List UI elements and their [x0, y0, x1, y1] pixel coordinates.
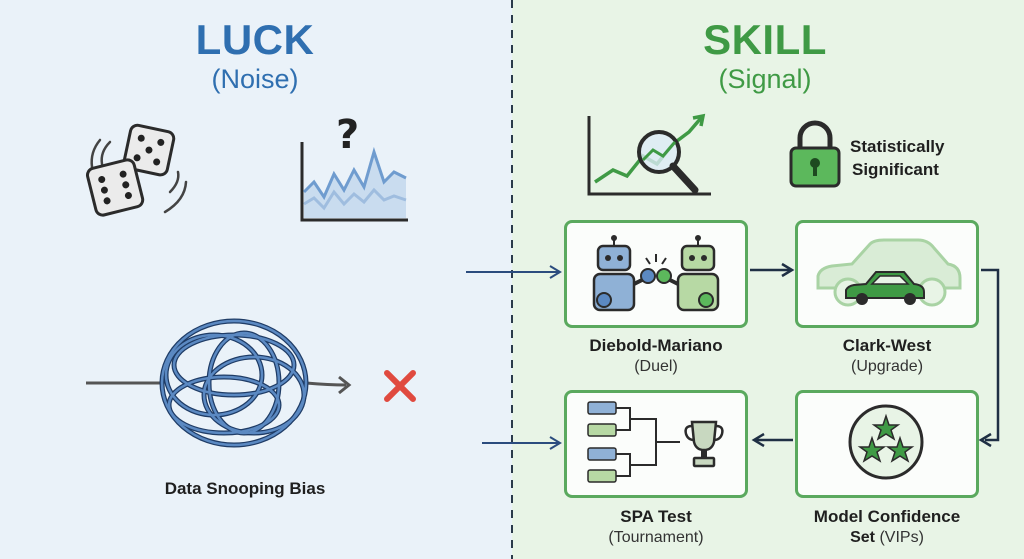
diebold-mariano-desc: (Duel) — [634, 358, 678, 375]
mcs-label-line1: Model Confidence — [813, 507, 961, 526]
snooping-label: Data Snooping Bias — [164, 479, 326, 498]
noisy-chart-icon — [300, 142, 408, 222]
question-mark-icon: ? — [336, 112, 360, 158]
diebold-mariano-label: Diebold-Mariano — [589, 336, 723, 355]
mcs-desc: (VIPs) — [879, 529, 924, 546]
luck-subtitle: (Noise) — [211, 64, 299, 94]
clark-west-desc: (Upgrade) — [850, 358, 924, 375]
clark-west-label: Clark-West — [842, 336, 932, 355]
luck-title: LUCK — [195, 16, 315, 63]
tournament-bracket-icon — [587, 401, 680, 483]
skill-title: SKILL — [703, 16, 827, 63]
dice-icon — [85, 123, 188, 217]
skill-subtitle: (Signal) — [718, 64, 812, 94]
padlock-icon — [789, 120, 841, 188]
significance-label-line1: Statistically — [850, 137, 945, 156]
stars-badge-icon — [848, 404, 924, 480]
robots-boxing-icon — [592, 235, 720, 312]
diebold-mariano-box — [564, 220, 748, 328]
significance-label-line2: Significant — [852, 160, 939, 179]
tangled-knot-icon — [86, 318, 352, 448]
mcs-label-line2-row: Set (VIPs) — [777, 529, 997, 547]
car-upgrade-icon — [816, 238, 962, 307]
spa-test-desc: (Tournament) — [608, 529, 704, 546]
luck-panel — [0, 0, 512, 559]
red-x-icon — [384, 370, 416, 402]
spa-test-label: SPA Test — [620, 507, 692, 526]
magnifier-chart-icon — [587, 113, 711, 196]
trophy-icon — [684, 420, 724, 468]
mcs-label-line2: Set — [850, 529, 875, 546]
